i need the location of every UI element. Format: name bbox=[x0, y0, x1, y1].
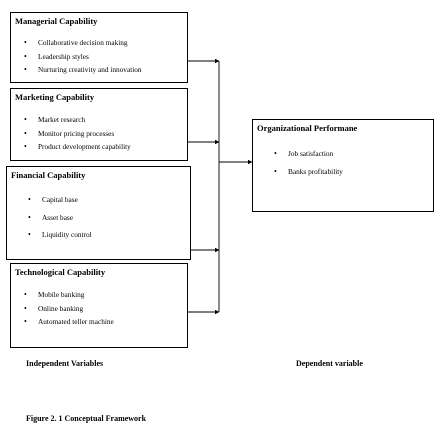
managerial-capability-list: Collaborative decision making Leadership… bbox=[24, 36, 142, 77]
list-item: Automated teller machine bbox=[24, 315, 114, 329]
list-item: Mobile banking bbox=[24, 288, 114, 302]
managerial-capability-title: Managerial Capability bbox=[15, 16, 98, 26]
organizational-performance-title: Organizational Performane bbox=[257, 123, 358, 133]
list-item: Asset base bbox=[28, 209, 92, 227]
list-item: Product development capability bbox=[24, 140, 131, 154]
organizational-performance-list: Job satisfaction Banks profitability bbox=[274, 145, 343, 181]
dependent-variable-label: Dependent variable bbox=[296, 359, 363, 368]
list-item: Monitor pricing processes bbox=[24, 127, 131, 141]
list-item: Online banking bbox=[24, 302, 114, 316]
marketing-capability-box: Marketing Capability Market research Mon… bbox=[10, 88, 188, 161]
marketing-capability-title: Marketing Capability bbox=[15, 92, 95, 102]
financial-capability-list: Capital base Asset base Liquidity contro… bbox=[28, 191, 92, 244]
list-item: Nurturing creativity and innovation bbox=[24, 63, 142, 77]
organizational-performance-box: Organizational Performane Job satisfacti… bbox=[252, 119, 434, 212]
list-item: Liquidity control bbox=[28, 226, 92, 244]
list-item: Market research bbox=[24, 113, 131, 127]
financial-capability-title: Financial Capability bbox=[11, 170, 86, 180]
list-item: Capital base bbox=[28, 191, 92, 209]
marketing-capability-list: Market research Monitor pricing processe… bbox=[24, 113, 131, 154]
technological-capability-list: Mobile banking Online banking Automated … bbox=[24, 288, 114, 329]
independent-variables-label: Independent Variables bbox=[26, 359, 104, 368]
list-item: Leadership styles bbox=[24, 50, 142, 64]
technological-capability-title: Technological Capability bbox=[15, 267, 106, 277]
figure-caption: Figure 2. 1 Conceptual Framework bbox=[26, 414, 147, 423]
managerial-capability-box: Managerial Capability Collaborative deci… bbox=[10, 12, 188, 83]
list-item: Banks profitability bbox=[274, 163, 343, 181]
technological-capability-box: Technological Capability Mobile banking … bbox=[10, 263, 188, 348]
financial-capability-box: Financial Capability Capital base Asset … bbox=[6, 166, 191, 260]
list-item: Job satisfaction bbox=[274, 145, 343, 163]
list-item: Collaborative decision making bbox=[24, 36, 142, 50]
